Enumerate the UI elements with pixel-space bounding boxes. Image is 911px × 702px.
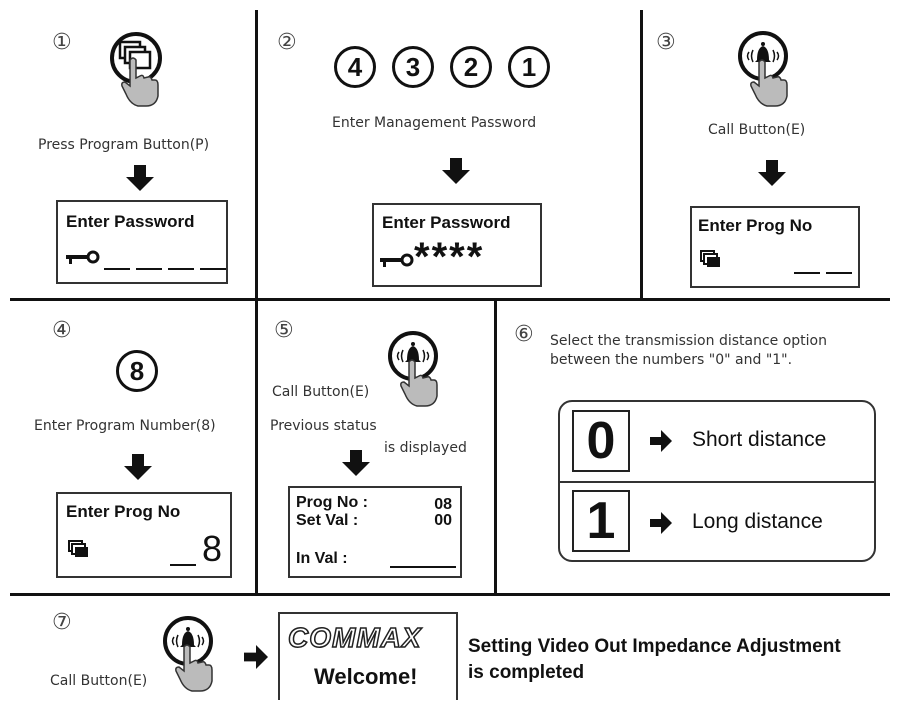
menu-icon (68, 540, 88, 557)
digit-4: 4 (334, 46, 376, 88)
step5-lcd: Prog No : 08 Set Val : 00 In Val : (288, 486, 462, 578)
step1-number: ① (52, 30, 72, 55)
step2-lcd: Enter Password **** (372, 203, 542, 287)
option-key-box: 0 (572, 410, 630, 472)
step2-number: ② (277, 30, 297, 55)
step3-number: ③ (656, 30, 676, 55)
password-slots (104, 268, 226, 270)
key-icon (66, 250, 100, 264)
in-val-underline (390, 566, 456, 568)
step4-label: Enter Program Number(8) (34, 418, 216, 434)
in-val-label: In Val : (296, 550, 348, 567)
welcome-text: Welcome! (314, 664, 418, 689)
completion-line2: is completed (468, 662, 585, 683)
step2-label: Enter Management Password (332, 115, 537, 131)
option-text-short: Short distance (692, 428, 827, 451)
digit-8: 8 (116, 350, 158, 392)
arrow-right-icon (244, 645, 268, 669)
digit-2: 2 (450, 46, 492, 88)
digit-3: 3 (392, 46, 434, 88)
call-button-icon (738, 31, 788, 107)
option-key-box: 1 (572, 490, 630, 552)
prog-no-slots (794, 272, 852, 274)
arrow-down-icon (126, 165, 154, 191)
set-val-label: Set Val : (296, 512, 359, 529)
call-button-icon (163, 616, 213, 692)
step3-lcd: Enter Prog No (690, 206, 860, 288)
prog-no-underline (170, 564, 196, 566)
step5-label-displayed: is displayed (384, 440, 467, 456)
step5-label-previous: Previous status (270, 418, 377, 434)
option-divider (560, 481, 874, 483)
arrow-down-icon (758, 160, 786, 186)
option-short: 0 Short distance (568, 408, 868, 474)
lcd-value: 8 (202, 528, 223, 569)
option-text-long: Long distance (692, 510, 823, 533)
option-long: 1 Long distance (568, 488, 868, 554)
prog-no-label: Prog No : (296, 494, 368, 511)
distance-options-panel: 0 Short distance 1 Long distance (558, 400, 876, 562)
prog-no-value: 08 (434, 496, 452, 513)
step7-label: Call Button(E) (50, 673, 148, 689)
set-val-value: 00 (434, 512, 452, 529)
arrow-right-icon (650, 430, 672, 452)
call-button-icon (388, 331, 438, 407)
step3-label: Call Button(E) (708, 122, 806, 138)
step6-line2: between the numbers "0" and "1". (550, 352, 793, 368)
completion-line1: Setting Video Out Impedance Adjustment (468, 636, 841, 657)
step1-lcd: Enter Password (56, 200, 228, 284)
arrow-right-icon (650, 512, 672, 534)
step7-lcd: COMMAX Welcome! (278, 612, 458, 700)
step6-number: ⑥ (514, 322, 534, 347)
step4-number: ④ (52, 318, 72, 343)
digit-1: 1 (508, 46, 550, 88)
step6-line1: Select the transmission distance option (550, 333, 827, 349)
lcd-title: Enter Password (382, 213, 511, 232)
step4-lcd: Enter Prog No 8 (56, 492, 232, 578)
password-stars: **** (414, 235, 485, 279)
step1-label: Press Program Button(P) (38, 137, 210, 153)
arrow-down-icon (442, 158, 470, 184)
option-key-0: 0 (586, 412, 616, 470)
lcd-title: Enter Prog No (698, 216, 813, 235)
arrow-down-icon (124, 454, 152, 480)
arrow-down-icon (342, 450, 370, 476)
lcd-title: Enter Password (66, 212, 195, 231)
lcd-title: Enter Prog No (66, 502, 181, 521)
menu-icon (700, 250, 720, 267)
step5-number: ⑤ (274, 318, 294, 343)
option-key-1: 1 (586, 492, 616, 550)
step7-number: ⑦ (52, 610, 72, 635)
commax-logo: COMMAX (287, 621, 422, 654)
program-button-icon (110, 32, 162, 107)
key-icon (380, 253, 414, 267)
step5-label-call: Call Button(E) (272, 384, 370, 400)
